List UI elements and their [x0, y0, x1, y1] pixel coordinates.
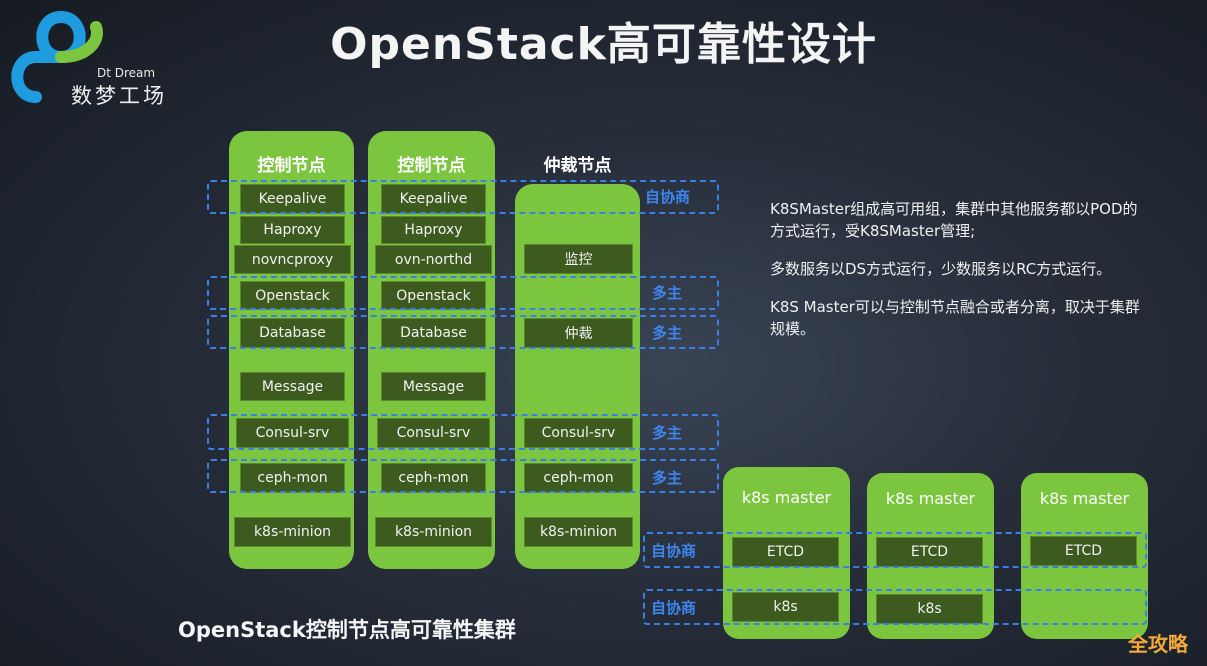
arbiter-node: 监控 仲裁 Consul-srv ceph-mon k8s-minion	[515, 184, 640, 569]
k8s-master-title: k8s master	[885, 489, 976, 508]
box-ceph-mon: ceph-mon	[524, 463, 633, 493]
k8s-master-1: k8s master ETCD k8s	[723, 467, 850, 639]
box-consul-srv: Consul-srv	[524, 418, 633, 448]
box-etcd: ETCD	[1030, 536, 1137, 566]
box-k8s-minion: k8s-minion	[234, 517, 351, 547]
box-monitor: 监控	[524, 244, 633, 274]
box-consul-srv: Consul-srv	[377, 418, 490, 448]
label-self-negotiate: 自协商	[651, 542, 697, 560]
box-ceph-mon: ceph-mon	[240, 463, 345, 493]
label-multi-master: 多主	[652, 469, 683, 487]
group-consul	[207, 414, 719, 450]
group-k8s	[643, 589, 1147, 625]
label-self-negotiate: 自协商	[651, 599, 697, 617]
box-consul-srv: Consul-srv	[236, 418, 349, 448]
box-message: Message	[381, 372, 486, 401]
box-k8s: k8s	[732, 592, 839, 622]
watermark: 全攻略	[1128, 632, 1188, 656]
dt-dream-logo	[11, 10, 103, 103]
description-1: K8SMaster组成高可用组，集群中其他服务都以POD的方式运行，受K8SMa…	[770, 200, 1138, 240]
group-etcd	[643, 532, 1147, 568]
diagram-caption: OpenStack控制节点高可靠性集群	[178, 618, 516, 642]
column-title: 控制节点	[257, 156, 326, 176]
box-haproxy: Haproxy	[381, 216, 486, 244]
box-etcd: ETCD	[732, 537, 839, 567]
arbiter-title: 仲裁节点	[543, 156, 612, 176]
description-3: K8S Master可以与控制节点融合或者分离，取决于集群规模。	[770, 298, 1140, 338]
k8s-master-title: k8s master	[1039, 489, 1130, 508]
k8s-master-title: k8s master	[741, 488, 832, 507]
box-keepalive: Keepalive	[240, 184, 345, 214]
page-title: OpenStack高可靠性设计	[330, 19, 877, 70]
box-k8s-minion: k8s-minion	[524, 517, 633, 547]
group-openstack	[207, 276, 719, 310]
box-ovn-northd: ovn-northd	[375, 245, 492, 274]
description-2: 多数服务以DS方式运行，少数服务以RC方式运行。	[770, 260, 1112, 278]
group-database	[207, 315, 719, 349]
group-ceph	[207, 459, 719, 493]
box-arbiter: 仲裁	[524, 318, 633, 348]
box-ceph-mon: ceph-mon	[381, 463, 486, 493]
box-etcd: ETCD	[876, 537, 983, 567]
box-message: Message	[240, 372, 345, 401]
logo-english: Dt Dream	[97, 66, 156, 80]
box-haproxy: Haproxy	[240, 216, 345, 244]
control-node-1: 控制节点 Keepalive Haproxy novncproxy Openst…	[229, 131, 354, 569]
box-novncproxy: novncproxy	[234, 245, 351, 274]
box-keepalive: Keepalive	[381, 184, 486, 214]
box-database: Database	[240, 318, 345, 348]
column-title: 控制节点	[397, 156, 466, 176]
box-k8s-minion: k8s-minion	[375, 517, 492, 547]
box-k8s: k8s	[876, 594, 983, 624]
label-multi-master: 多主	[652, 324, 683, 342]
label-self-negotiate: 自协商	[645, 188, 691, 206]
k8s-master-3: k8s master ETCD	[1021, 473, 1148, 639]
label-multi-master: 多主	[652, 284, 683, 302]
control-node-2: 控制节点 Keepalive Haproxy ovn-northd Openst…	[368, 131, 495, 569]
group-keepalive	[207, 180, 719, 214]
label-multi-master: 多主	[652, 424, 683, 442]
logo-chinese: 数梦工场	[71, 84, 167, 108]
k8s-master-2: k8s master ETCD k8s	[867, 473, 994, 639]
